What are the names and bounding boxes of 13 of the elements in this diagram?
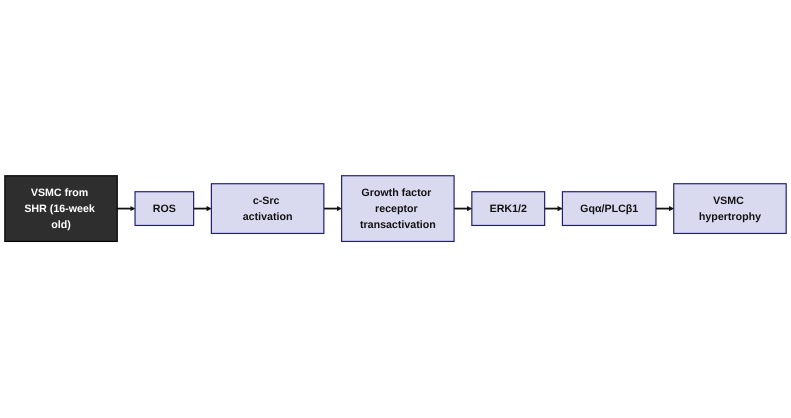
arrow: [324, 206, 342, 212]
node-box: c-Src activation: [210, 184, 324, 234]
node-box: VSMC hypertrophy: [673, 184, 787, 234]
arrow: [117, 206, 136, 212]
node-box: VSMC from SHR (16-week old): [4, 176, 118, 242]
node-box: ROS: [134, 192, 194, 226]
node-box: Growth factor receptor transactivation: [341, 176, 455, 242]
arrow: [454, 206, 472, 212]
node-box: ERK1/2: [471, 192, 546, 226]
node-box: Gqα/PLCβ1: [562, 192, 657, 226]
arrow: [194, 206, 212, 212]
arrow: [544, 206, 563, 212]
arrow: [656, 206, 674, 212]
